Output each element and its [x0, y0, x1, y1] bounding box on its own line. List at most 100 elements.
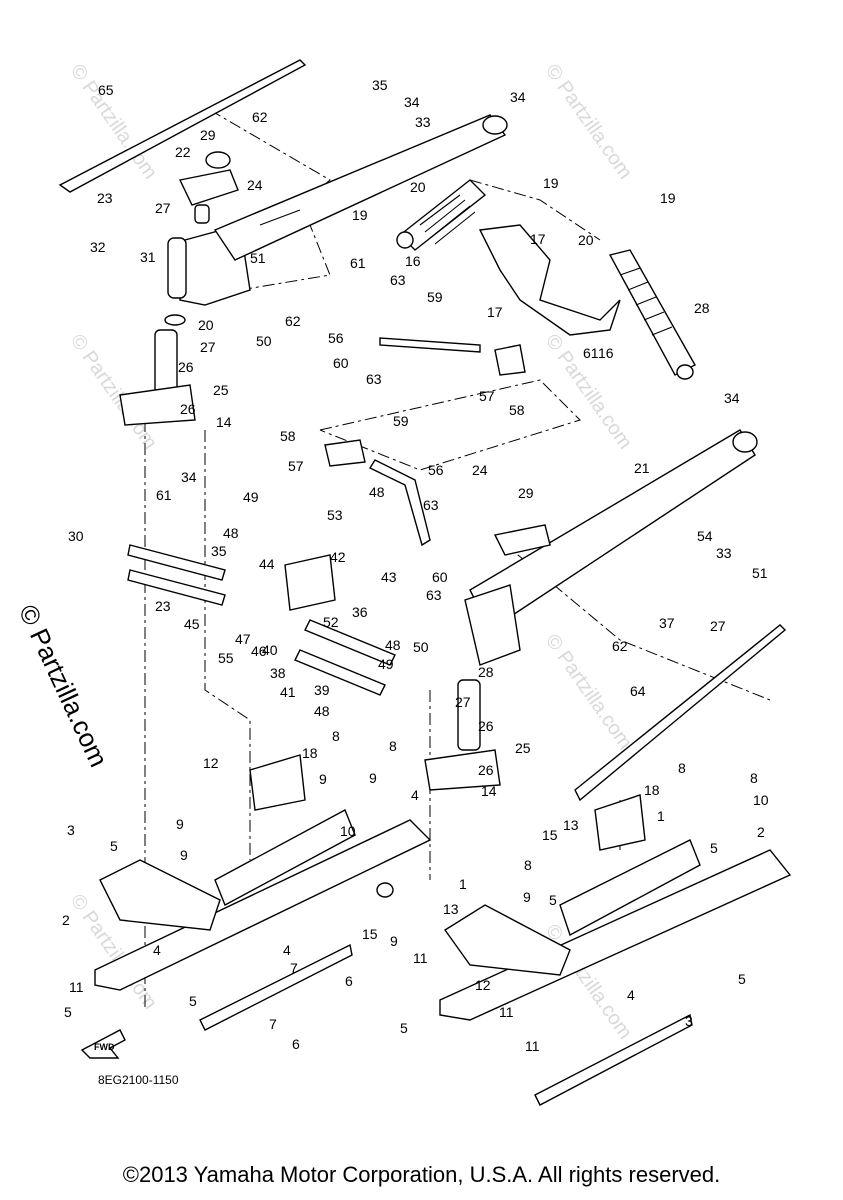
- callout-number: 63: [423, 497, 439, 513]
- lower-tie-rod: [324, 439, 431, 547]
- callout-number: 11: [525, 1038, 540, 1054]
- callout-number: 62: [612, 638, 628, 654]
- callout-number: 45: [184, 616, 200, 632]
- callout-number: 13: [563, 817, 579, 833]
- callout-number: 60: [333, 355, 349, 371]
- callout-number: 12: [475, 977, 491, 993]
- callout-number: 8: [678, 760, 686, 776]
- callout-number: 43: [381, 569, 397, 585]
- callout-number: 10: [753, 792, 769, 808]
- callout-number: 17: [530, 231, 546, 247]
- callout-number: 42: [330, 549, 346, 565]
- callout-number: 33: [415, 114, 431, 130]
- callout-number: 11: [499, 1004, 514, 1020]
- callout-number: 59: [393, 413, 409, 429]
- callout-number: 63: [426, 587, 442, 603]
- callout-number: 47: [235, 631, 251, 647]
- callout-number: 61: [583, 345, 599, 361]
- upper-tie-rod: [379, 337, 526, 376]
- decal-65: [58, 59, 307, 193]
- callout-number: 5: [400, 1020, 408, 1036]
- callout-number: 24: [247, 177, 263, 193]
- fwd-arrow: FWD: [80, 1029, 126, 1059]
- copyright-notice: ©2013 Yamaha Motor Corporation, U.S.A. A…: [122, 1162, 721, 1187]
- callout-number: 58: [280, 428, 296, 444]
- callout-number: 15: [542, 827, 558, 843]
- callout-number: 19: [352, 207, 368, 223]
- callout-number: 27: [455, 694, 471, 710]
- callout-number: 17: [487, 304, 503, 320]
- callout-number: 63: [366, 371, 382, 387]
- callout-number: 7: [269, 1016, 277, 1032]
- callout-number: 9: [369, 770, 377, 786]
- callout-number: 65: [98, 82, 114, 98]
- callout-number: 50: [256, 333, 272, 349]
- callout-number: 10: [340, 823, 356, 839]
- callout-number: 29: [200, 127, 216, 143]
- callout-number: 14: [216, 414, 232, 430]
- callout-number: 35: [372, 77, 388, 93]
- callout-number: 46: [251, 643, 267, 659]
- callout-number: 26: [478, 718, 494, 734]
- callout-number: 27: [710, 618, 726, 634]
- callout-number: 21: [634, 460, 650, 476]
- callout-number: 4: [411, 787, 419, 803]
- callout-number: 5: [549, 892, 557, 908]
- callout-number: 9: [319, 771, 327, 787]
- callout-number: 35: [211, 543, 227, 559]
- callout-number: 61: [350, 255, 366, 271]
- callout-number: 63: [390, 272, 406, 288]
- callout-number: 14: [481, 783, 497, 799]
- callout-number: 56: [428, 462, 444, 478]
- callout-number: 16: [405, 253, 421, 269]
- callout-number: 48: [369, 484, 385, 500]
- callout-number: 9: [390, 933, 398, 949]
- callout-number: 26: [180, 401, 196, 417]
- callout-number: 9: [176, 816, 184, 832]
- callout-number: 31: [140, 249, 156, 265]
- upper-trailing-arm: [213, 114, 508, 261]
- upper-shock-absorber: [396, 179, 487, 251]
- callout-number: 49: [378, 656, 394, 672]
- callout-number: 25: [515, 740, 531, 756]
- right-ski: [439, 794, 792, 1106]
- callout-number: 4: [627, 987, 635, 1003]
- callout-number: 60: [432, 569, 448, 585]
- callout-number: 32: [90, 239, 106, 255]
- fwd-label: FWD: [94, 1042, 115, 1052]
- callout-number: 56: [328, 330, 344, 346]
- right-steering-assembly: [424, 524, 551, 791]
- callout-number: 41: [280, 684, 296, 700]
- callout-number: 19: [543, 175, 559, 191]
- callout-number: 34: [724, 390, 740, 406]
- callout-number: 5: [710, 840, 718, 856]
- callout-number: 61: [156, 487, 172, 503]
- callout-number: 28: [478, 664, 494, 680]
- callout-number: 8: [524, 857, 532, 873]
- callout-number: 8: [389, 738, 397, 754]
- callout-number: 11: [69, 979, 84, 995]
- lower-trailing-arm: [469, 429, 758, 632]
- callout-number: 27: [155, 200, 171, 216]
- callout-number: 2: [757, 824, 765, 840]
- left-steering-assembly: [119, 151, 251, 426]
- callout-number: 19: [660, 190, 676, 206]
- callout-number: 24: [472, 462, 488, 478]
- callout-number: 33: [716, 545, 732, 561]
- callout-number: 29: [518, 485, 534, 501]
- callout-number: 3: [685, 1013, 693, 1029]
- callout-number: 57: [479, 388, 495, 404]
- callout-number: 55: [218, 650, 234, 666]
- callout-number: 3: [67, 822, 75, 838]
- callout-number: 48: [223, 525, 239, 541]
- callout-number: 36: [352, 604, 368, 620]
- callout-number: 5: [110, 838, 118, 854]
- diagram-part-code: 8EG2100-1150: [98, 1073, 179, 1087]
- left-links: [127, 544, 396, 696]
- callout-number: 34: [181, 469, 197, 485]
- callout-number: 26: [478, 762, 494, 778]
- callout-number: 58: [509, 402, 525, 418]
- callout-number: 6: [345, 973, 353, 989]
- callout-number: 34: [404, 94, 420, 110]
